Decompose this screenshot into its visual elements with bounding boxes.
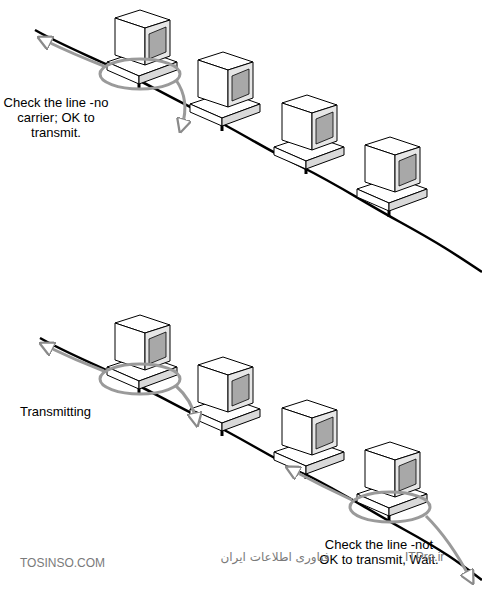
signal-ring xyxy=(100,364,180,394)
watermark: فناوری اطلاعات ایران xyxy=(150,550,400,565)
computer xyxy=(107,315,177,389)
computer xyxy=(190,52,260,126)
status-note: Check the line -no carrier; OK to transm… xyxy=(2,95,110,140)
watermark: TOSINSO.COM xyxy=(20,556,130,571)
network-cable xyxy=(40,338,482,580)
signal-arrow xyxy=(176,386,196,420)
watermark: ITPro.ir xyxy=(405,550,480,565)
computer xyxy=(190,357,260,431)
status-note: Transmitting xyxy=(20,404,130,419)
signal-arrow xyxy=(176,80,185,126)
computer xyxy=(274,400,344,474)
signal-arrow xyxy=(46,346,104,371)
computer xyxy=(357,137,427,211)
computer xyxy=(107,10,177,84)
network-cable xyxy=(35,30,482,272)
signal-arrow xyxy=(292,470,352,500)
computer xyxy=(274,95,344,169)
signal-ring xyxy=(100,59,180,89)
signal-ring xyxy=(350,492,430,522)
signal-arrow xyxy=(44,40,104,66)
computer xyxy=(357,442,427,516)
